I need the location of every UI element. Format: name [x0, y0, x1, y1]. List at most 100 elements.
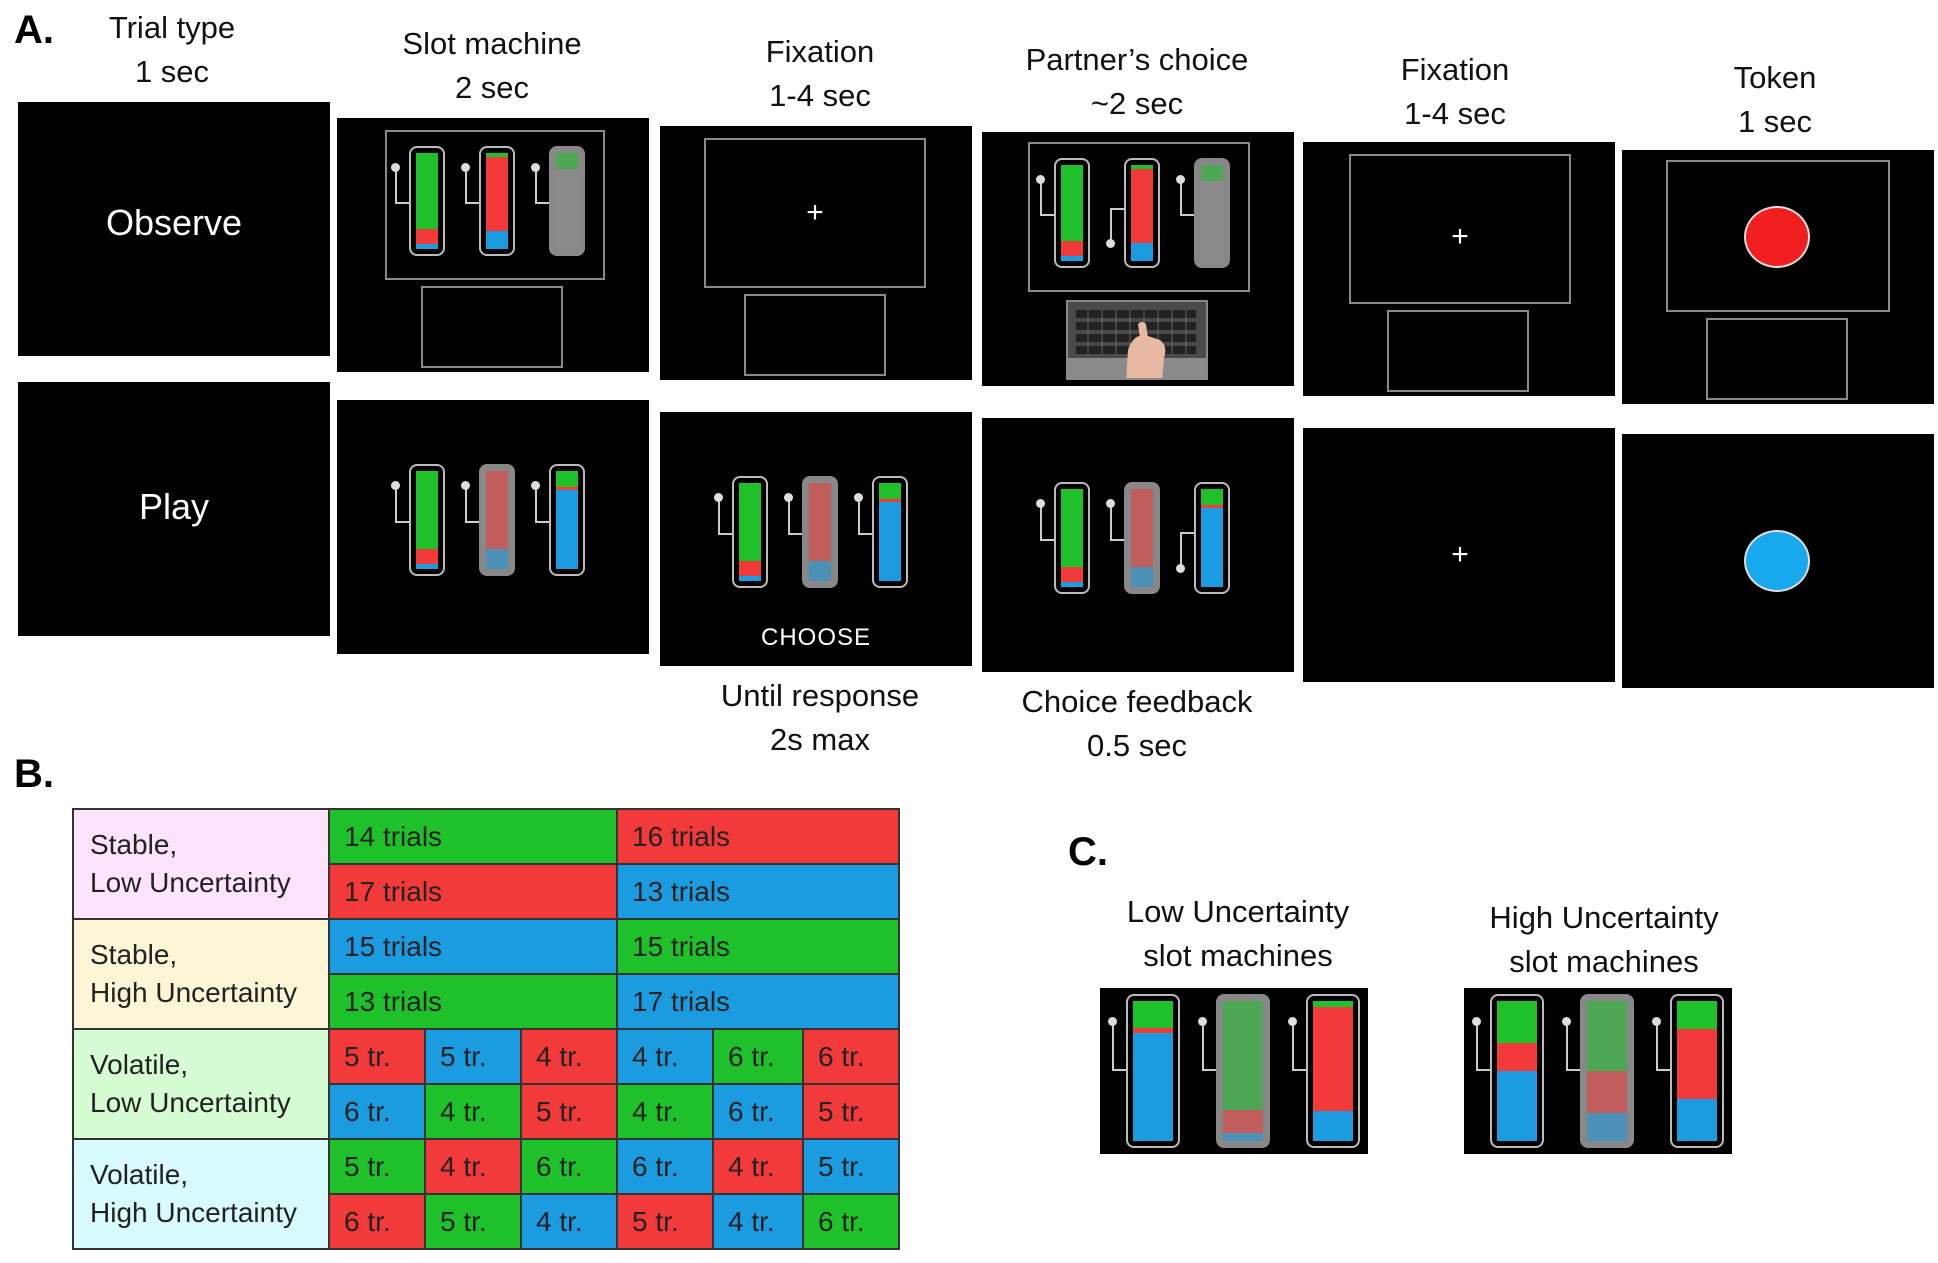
condition-label: Volatile,High Uncertainty	[72, 1138, 330, 1250]
lever-link	[1180, 214, 1194, 216]
lever-link	[858, 533, 872, 535]
slot-machine	[391, 464, 445, 576]
lever-arm	[535, 169, 537, 202]
lever-link	[1112, 1069, 1126, 1071]
lever-knob	[461, 163, 470, 172]
slot-machine	[1472, 994, 1544, 1148]
slot-machine	[1198, 994, 1270, 1148]
lever-knob	[714, 493, 723, 502]
lever-arm	[1112, 1023, 1114, 1069]
fixation-cross: +	[1451, 220, 1469, 253]
lever-link	[788, 533, 802, 535]
lever-knob	[1288, 1017, 1297, 1026]
lever-knob	[854, 493, 863, 502]
observe-partner-choice-screen	[982, 132, 1294, 386]
low-uncertainty-machines-screen	[1100, 988, 1368, 1154]
slot-machine	[1036, 482, 1090, 594]
block-cell: 4 tr.	[616, 1083, 714, 1140]
condition-line-2: Low Uncertainty	[90, 867, 291, 898]
slot-machine	[1176, 482, 1230, 594]
observe-label: Observe	[105, 202, 243, 243]
lever-arm	[1180, 532, 1182, 566]
lever-link	[1476, 1069, 1490, 1071]
lever-knob	[1106, 499, 1115, 508]
lever-arm	[858, 499, 860, 533]
block-cell: 5 tr.	[802, 1138, 900, 1195]
lever-knob	[1036, 175, 1045, 184]
high-uncertainty-machines-screen	[1464, 988, 1732, 1154]
block-cell: 15 trials	[328, 918, 618, 975]
block-cell: 5 tr.	[802, 1083, 900, 1140]
lever-knob	[1108, 1017, 1117, 1026]
lever-arm	[1040, 505, 1042, 539]
lever-arm	[1110, 505, 1112, 539]
lever-link	[395, 202, 409, 204]
condition-line-2: High Uncertainty	[90, 977, 297, 1008]
partner-frame	[1387, 310, 1529, 392]
condition-label: Volatile,Low Uncertainty	[72, 1028, 330, 1140]
machine-frame	[1028, 142, 1250, 292]
lever-knob	[784, 493, 793, 502]
slot-machine	[461, 464, 515, 576]
play-trial-type-screen: Play	[18, 382, 330, 636]
lever-arm	[395, 169, 397, 202]
panel-b-label: B.	[14, 752, 54, 796]
lever-knob	[1176, 175, 1185, 184]
block-cell: 6 tr.	[802, 1028, 900, 1085]
block-cell: 4 tr.	[712, 1138, 804, 1195]
token-red	[1744, 206, 1810, 268]
block-cell: 5 tr.	[328, 1028, 426, 1085]
choose-prompt: CHOOSE	[760, 624, 871, 651]
block-cell: 5 tr.	[616, 1193, 714, 1250]
slot-machine	[1036, 158, 1090, 268]
condition-label: Stable, High Uncertainty	[72, 918, 330, 1030]
block-cell: 13 trials	[328, 973, 618, 1030]
slot-machine	[1652, 994, 1724, 1148]
lever-arm	[1040, 181, 1042, 214]
lever-link	[1180, 532, 1194, 534]
block-cell: 5 tr.	[520, 1083, 618, 1140]
lever-knob	[531, 481, 540, 490]
observe-fixation-screen: +	[660, 126, 972, 380]
block-cell: 6 tr.	[712, 1028, 804, 1085]
partner-frame	[421, 286, 563, 368]
condition-line-1: Stable,	[90, 939, 178, 970]
lever-arm	[1110, 208, 1112, 241]
lever-link	[535, 202, 549, 204]
lever-knob	[391, 163, 400, 172]
condition-line-2: Low Uncertainty	[90, 1087, 291, 1118]
lever-arm	[465, 487, 467, 521]
block-cell: 14 trials	[328, 808, 618, 865]
slot-machine	[854, 476, 908, 588]
slot-machine	[1106, 482, 1160, 594]
lever-arm	[1180, 181, 1182, 214]
condition-label: Stable,Low Uncertainty	[72, 808, 330, 920]
block-cell: 15 trials	[616, 918, 900, 975]
fixation-cross: +	[806, 196, 824, 229]
lever-arm	[465, 169, 467, 202]
slot-machine	[784, 476, 838, 588]
block-cell: 6 tr.	[328, 1083, 426, 1140]
lever-knob	[1652, 1017, 1661, 1026]
lever-arm	[395, 487, 397, 521]
block-cell: 5 tr.	[424, 1028, 522, 1085]
block-cell: 5 tr.	[328, 1138, 426, 1195]
play-fixation-screen: +	[1303, 428, 1615, 682]
table-row: 6 tr.5 tr.4 tr.5 tr.4 tr.6 tr.	[73, 1193, 900, 1250]
lever-arm	[1656, 1023, 1658, 1069]
lever-knob	[1036, 499, 1045, 508]
block-cell: 17 trials	[616, 973, 900, 1030]
fixation-cross: +	[1451, 538, 1469, 571]
lever-arm	[1292, 1023, 1294, 1069]
